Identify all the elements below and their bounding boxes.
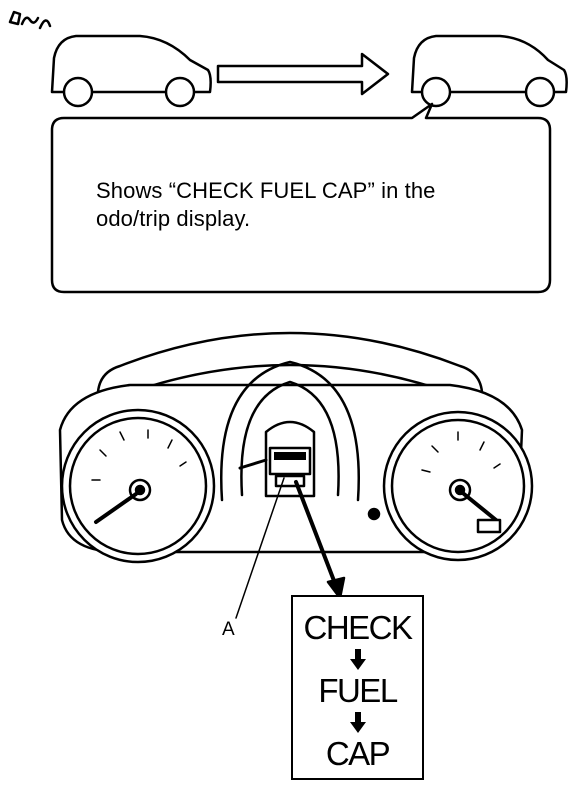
callout-line-2: odo/trip display. <box>96 206 251 231</box>
down-arrow-icon <box>350 712 366 733</box>
display-arrow <box>294 480 338 588</box>
down-arrow-icon <box>350 649 366 670</box>
pointer-a-leader <box>235 477 285 619</box>
callout-box <box>50 102 552 294</box>
pointer-label: A <box>222 619 235 640</box>
right-arrow-icon <box>216 52 390 96</box>
callout-text: Shows “CHECK FUEL CAP” in the odo/trip d… <box>96 177 516 233</box>
display-word-fuel: FUEL <box>318 672 398 709</box>
left-car-icon <box>50 34 212 108</box>
display-sequence-box: CHECK FUEL CAP <box>291 595 424 780</box>
engine-start-icon <box>8 10 52 30</box>
callout-line-1: Shows “CHECK FUEL CAP” in the <box>96 178 436 203</box>
right-car-icon <box>410 34 568 108</box>
display-word-check: CHECK <box>303 609 413 646</box>
display-word-cap: CAP <box>325 735 391 772</box>
instrument-cluster <box>58 331 534 564</box>
